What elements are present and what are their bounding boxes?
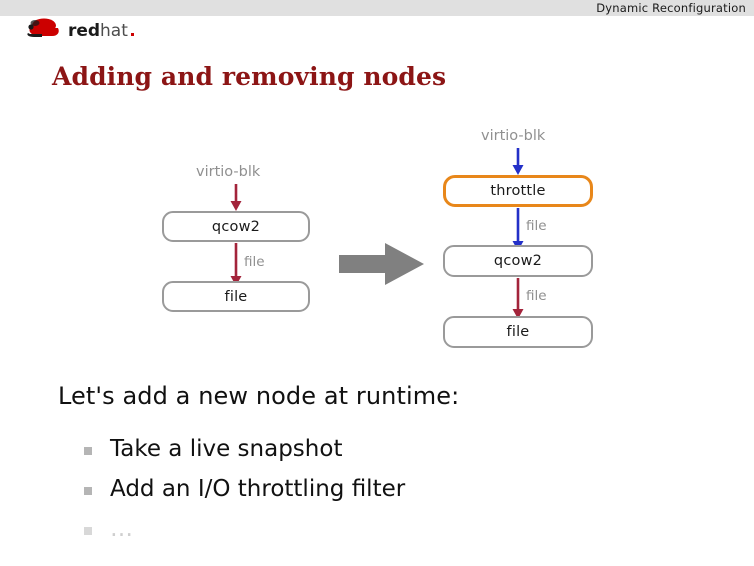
arrow-qcow2-to-file-after: [510, 278, 526, 320]
bullet-list: Take a live snapshot Add an I/O throttli…: [84, 432, 405, 552]
node-box-qcow2-before: qcow2: [162, 211, 310, 242]
edge-label-file-qcow2-file: file: [526, 288, 547, 304]
logo-text-hat: hat: [100, 21, 128, 41]
diagram-after-top-label: virtio-blk: [481, 128, 546, 144]
header-topic-title: Dynamic Reconfiguration: [596, 1, 746, 15]
arrow-throttle-to-qcow2: [510, 208, 526, 252]
list-item-label: Take a live snapshot: [110, 436, 343, 462]
arrow-virtio-to-throttle: [510, 148, 526, 176]
node-box-qcow2-after: qcow2: [443, 245, 593, 277]
arrow-virtio-to-qcow2: [228, 184, 244, 212]
node-box-throttle: throttle: [443, 175, 593, 207]
redhat-shadowman-icon: red hat: [27, 18, 134, 41]
bullet-marker-icon: [84, 527, 92, 535]
edge-label-file-before: file: [244, 254, 265, 270]
header-bar: [0, 0, 754, 16]
transition-arrow-icon: [339, 243, 424, 289]
node-box-file-before: file: [162, 281, 310, 312]
page-title: Adding and removing nodes: [52, 62, 447, 91]
diagram-before-top-label: virtio-blk: [196, 164, 261, 180]
node-box-file-after: file: [443, 316, 593, 348]
list-item-label: Add an I/O throttling filter: [110, 476, 406, 502]
logo-period: [131, 33, 134, 36]
lead-text: Let's add a new node at runtime:: [58, 382, 460, 410]
list-item: Take a live snapshot: [84, 432, 405, 472]
arrow-qcow2-to-file-before: [228, 243, 244, 287]
edge-label-file-throttle-qcow2: file: [526, 218, 547, 234]
list-item: …: [84, 512, 405, 552]
redhat-logo: red hat: [22, 16, 162, 42]
list-item: Add an I/O throttling filter: [84, 472, 405, 512]
bullet-marker-icon: [84, 487, 92, 495]
logo-text-red: red: [68, 21, 100, 41]
bullet-marker-icon: [84, 447, 92, 455]
list-item-label: …: [110, 516, 133, 542]
